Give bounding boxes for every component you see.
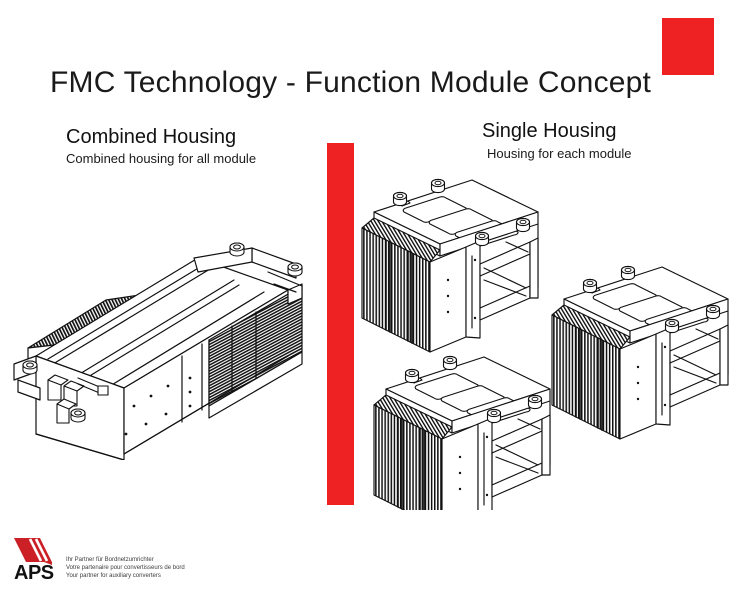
tagline-en: Your partner for auxiliary converters (66, 573, 161, 579)
aps-logo: APS Ihr Partner für Bordnetzumrichter Vo… (8, 534, 185, 586)
aps-logo-wordmark: APS (14, 562, 54, 584)
single-housing-isometric-svg (352, 150, 732, 510)
section-heading-combined-housing: Combined Housing (66, 126, 237, 148)
red-divider-bar (327, 143, 354, 505)
aps-logo-mark-icon (14, 538, 55, 565)
aps-logo-taglines: Ihr Partner für Bordnetzumrichter Votre … (66, 556, 185, 580)
tagline-fr: Votre partenaire pour convertisseurs de … (66, 565, 185, 571)
page-title: FMC Technology - Function Module Concept (50, 66, 652, 99)
section-subtitle-combined-housing: Combined housing for all module (66, 151, 257, 166)
combined-housing-isometric-svg (13, 242, 303, 461)
section-heading-single-housing: Single Housing (482, 120, 617, 142)
single-housing-diagram-group (352, 150, 732, 515)
single-housing-module-3 (374, 356, 550, 510)
red-corner-block (662, 18, 714, 75)
tagline-de: Ihr Partner für Bordnetzumrichter (66, 557, 154, 563)
section-subtitle-single-housing: Housing for each module (487, 146, 632, 161)
single-housing-module-2 (552, 266, 728, 439)
single-housing-module-1 (362, 179, 538, 352)
combined-housing-diagram (6, 228, 312, 465)
